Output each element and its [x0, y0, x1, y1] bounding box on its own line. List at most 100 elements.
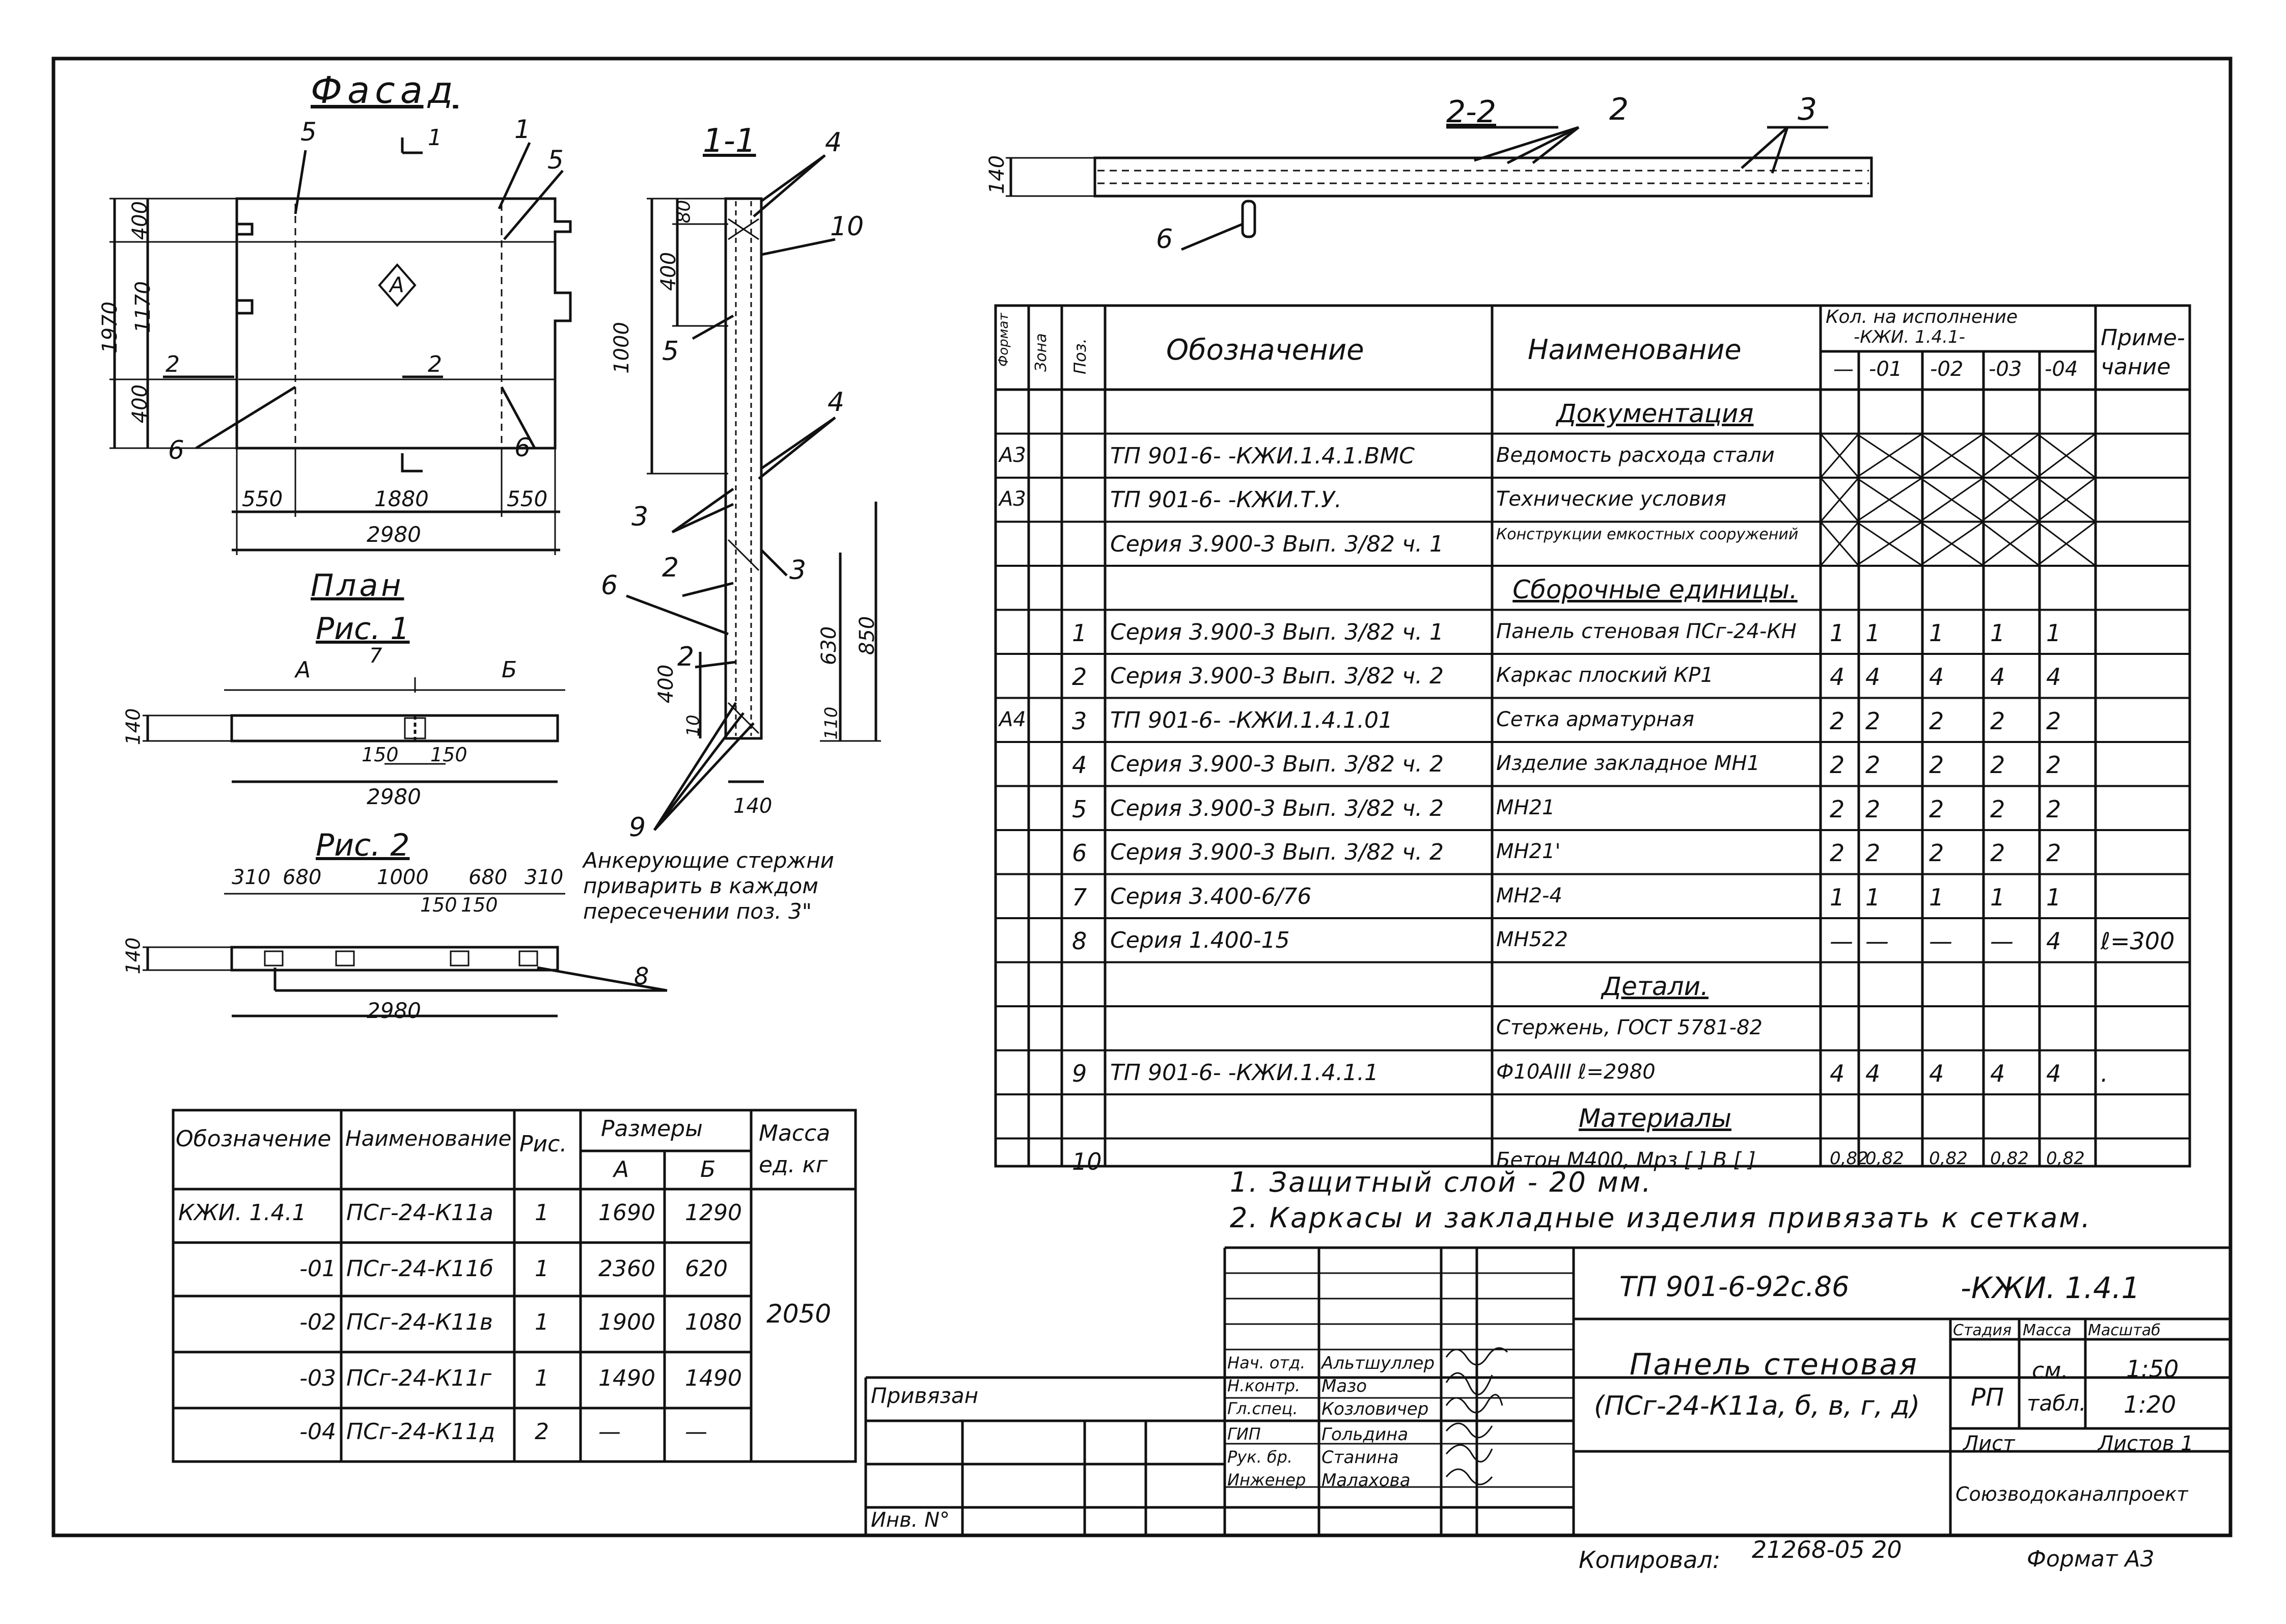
- spec-qty: 1: [1929, 619, 1944, 647]
- dim-label: 140: [733, 794, 773, 818]
- dim-label: 1880: [374, 486, 429, 511]
- spec-pos: 6: [1072, 839, 1087, 867]
- spec-header-qty-sub: -КЖИ. 1.4.1-: [1854, 327, 1965, 347]
- spec-qty: 2: [1990, 795, 2005, 823]
- sheet-label: Лист: [1963, 1432, 2015, 1455]
- facade-title: Фасад: [311, 69, 458, 112]
- dim-label: 140: [122, 708, 145, 746]
- spec-name: Конструкции емкостных сооружений: [1496, 525, 1799, 543]
- spec-name: Панель стеновая ПСг-24-КН: [1496, 619, 1797, 643]
- variant-fig: 1: [535, 1256, 549, 1282]
- spec-qty: 4: [1990, 663, 2005, 691]
- spec-name: МН21: [1496, 795, 1555, 819]
- variant-name: ПСг-24-К11д: [346, 1419, 495, 1445]
- dim-label: 150: [362, 744, 399, 766]
- spec-qty: 2: [1929, 839, 1944, 867]
- spec-header-designation: Обозначение: [1166, 334, 1364, 367]
- dim-label: Б: [502, 657, 517, 683]
- scale-value-2: 1:20: [2124, 1391, 2177, 1418]
- crossed-cell: [1980, 477, 2040, 522]
- variant-designation: -04: [299, 1419, 336, 1445]
- plan-fig1: [143, 677, 565, 783]
- signer-role: ГИП: [1227, 1424, 1261, 1444]
- spec-qty: 4: [2046, 927, 2061, 955]
- signer-role: Рук. бр.: [1227, 1447, 1293, 1467]
- variant-name: ПСг-24-К11а: [346, 1200, 493, 1226]
- spec-name: Сетка арматурная: [1496, 707, 1694, 731]
- variants-header-name: Наименование: [345, 1126, 512, 1151]
- variants-header-b: Б: [700, 1157, 716, 1182]
- dim-label: 1000: [610, 322, 634, 374]
- spec-qty: 2: [1865, 707, 1881, 735]
- callout-label: 2: [428, 351, 442, 377]
- variant-fig: 1: [535, 1200, 549, 1226]
- spec-qty: 2: [1929, 707, 1944, 735]
- spec-qty: 1: [1929, 883, 1944, 911]
- dim-label: 850: [856, 616, 879, 655]
- spec-qty: 2: [1990, 707, 2005, 735]
- callout-label: 3: [1798, 92, 1817, 127]
- spec-header-zone: Зона: [1032, 333, 1050, 372]
- spec-qty: 2: [2046, 751, 2061, 779]
- spec-note: .: [2101, 1059, 2108, 1087]
- signer-name: Мазо: [1321, 1376, 1367, 1396]
- spec-qty: 2: [1865, 795, 1881, 823]
- crossed-cell: [1856, 477, 1923, 522]
- spec-qty: 4: [1990, 1059, 2005, 1087]
- dim-label: 1970: [98, 301, 122, 353]
- callout-label: 6: [168, 435, 184, 465]
- dim-label: 550: [242, 486, 283, 511]
- spec-qty: 2: [2046, 839, 2061, 867]
- dim-label: 310: [525, 866, 564, 889]
- spec-header-variant: -03: [1989, 357, 2022, 381]
- spec-qty: 2: [1830, 707, 1845, 735]
- dim-label: 140: [122, 937, 145, 975]
- spec-header-variant: —: [1833, 357, 1854, 381]
- spec-designation: ТП 901-6- -КЖИ.Т.У.: [1110, 487, 1342, 513]
- dim-label: 10: [683, 714, 704, 737]
- anchor-note-line-2: приварить в каждом: [583, 873, 818, 898]
- spec-qty: 1: [1990, 619, 2005, 647]
- spec-pos: 1: [1072, 619, 1087, 647]
- callout-label: 3: [789, 555, 807, 586]
- spec-qty: 0,82: [1929, 1148, 1968, 1169]
- crossed-cell: [2036, 521, 2096, 567]
- signer-name: Малахова: [1321, 1470, 1411, 1491]
- dim-label: 400: [128, 384, 152, 424]
- dim-label: 400: [128, 201, 152, 240]
- variants-mass-value: 2050: [766, 1299, 832, 1329]
- variants-header-sizes: Размеры: [601, 1116, 703, 1142]
- callout-label: 10: [830, 211, 864, 242]
- callout-label: 140: [985, 155, 1009, 195]
- spec-designation: Серия 3.900-3 Вып. 3/82 ч. 2: [1110, 839, 1444, 865]
- spec-table-grid: [994, 304, 2191, 1168]
- spec-designation: ТП 901-6- -КЖИ.1.4.1.1: [1110, 1059, 1379, 1086]
- callout-label: 6: [514, 433, 531, 462]
- dim-label: 80: [673, 200, 695, 224]
- variant-fig: 1: [535, 1365, 549, 1391]
- spec-qty: 1: [1990, 883, 2005, 911]
- spec-name: Стержень, ГОСТ 5781-82: [1496, 1016, 1763, 1039]
- spec-qty: 4: [1830, 663, 1845, 691]
- crossed-cell: [1919, 521, 1984, 567]
- signer-role: Н.контр.: [1227, 1376, 1301, 1395]
- signature-scribbles: [1445, 1347, 1508, 1485]
- spec-qty: 2: [1929, 795, 1944, 823]
- dim-label: 680: [283, 866, 322, 889]
- callout-label: 5: [662, 336, 679, 367]
- crossed-cell: [1856, 433, 1923, 479]
- spec-qty: 0,82: [1865, 1148, 1904, 1169]
- signer-role: Гл.спец.: [1227, 1399, 1298, 1418]
- spec-qty: —: [1865, 927, 1889, 955]
- spec-header-variant: -02: [1930, 357, 1964, 381]
- signer-role: Инженер: [1227, 1470, 1306, 1490]
- signer-name: Альтшуллер: [1321, 1353, 1435, 1373]
- spec-section-heading: Детали.: [1602, 971, 1709, 1001]
- spec-designation: ТП 901-6- -КЖИ.1.4.1.ВМС: [1110, 443, 1415, 469]
- anchor-note-line-3: пересечении поз. 3": [583, 899, 812, 924]
- dim-label: 7: [369, 644, 382, 668]
- callout-label: 6: [601, 570, 618, 601]
- fig2-title: Рис. 2: [316, 828, 410, 863]
- facade-view: [109, 137, 572, 555]
- dim-label: 680: [469, 866, 508, 889]
